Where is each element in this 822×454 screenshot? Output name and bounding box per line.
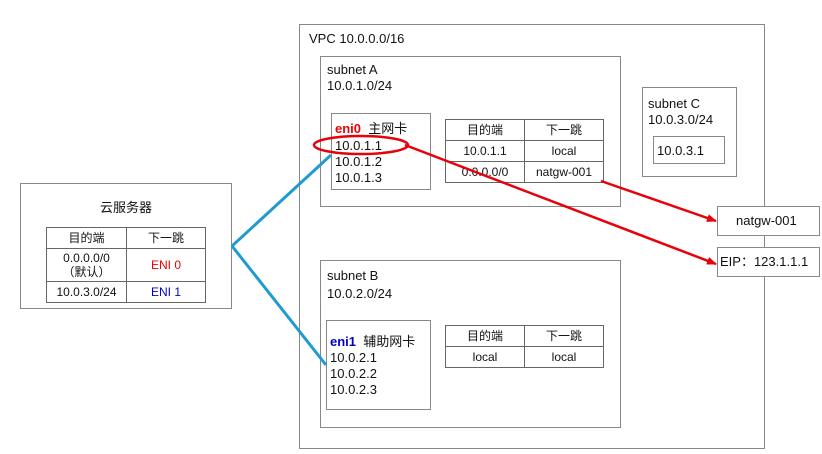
header-dest: 目的端 (445, 325, 525, 347)
natgw-label: natgw-001 (736, 213, 797, 228)
eni1-ip-3: 10.0.2.3 (330, 382, 377, 397)
eni0-ip-1: 10.0.1.1 (335, 138, 382, 153)
eni0-ip-2: 10.0.1.2 (335, 154, 382, 169)
table-row: 10.0.1.1 local (445, 140, 604, 162)
subnet-b-cidr: 10.0.2.0/24 (327, 286, 393, 301)
eni0-name: eni0 (335, 121, 362, 136)
eni0-header: eni0 主网卡 (335, 121, 407, 137)
subnet-b-title: subnet B (327, 268, 379, 283)
eni1-ip-1: 10.0.2.1 (330, 350, 377, 365)
route-next-hop: natgw-001 (524, 161, 604, 183)
route-dest-line1: 0.0.0.0/0 (63, 251, 110, 265)
natgw-box (717, 206, 820, 236)
subnet-a-title: subnet A (327, 62, 378, 77)
route-next-hop: local (524, 346, 604, 368)
header-dest: 目的端 (46, 227, 127, 249)
subnet-a-cidr: 10.0.1.0/24 (327, 78, 393, 93)
header-dest: 目的端 (445, 119, 525, 141)
route-dest: 10.0.3.0/24 (46, 281, 127, 303)
subnet-c-cidr: 10.0.3.0/24 (648, 112, 714, 127)
route-next-hop-eni1: ENI 1 (126, 281, 206, 303)
eni0-desc: 主网卡 (368, 121, 408, 136)
header-next-hop: 下一跳 (524, 119, 604, 141)
header-next-hop: 下一跳 (126, 227, 206, 249)
eni1-ip-2: 10.0.2.2 (330, 366, 377, 381)
route-dest-default: 0.0.0.0/0 （默认） (46, 248, 127, 282)
vpc-title: VPC 10.0.0.0/16 (309, 31, 405, 46)
eni1-desc: 辅助网卡 (363, 334, 416, 349)
eni1-header: eni1 辅助网卡 (330, 334, 415, 350)
eni1-box (326, 320, 431, 410)
route-next-hop-eni0: ENI 0 (126, 248, 206, 282)
eip-box (717, 247, 820, 277)
table-row: 0.0.0.0/0 natgw-001 (445, 161, 604, 183)
route-dest: 10.0.1.1 (445, 140, 525, 162)
cloud-server-route-table: 目的端 下一跳 0.0.0.0/0 （默认） ENI 0 10.0.3.0/24… (46, 227, 206, 303)
eip-label: EIP：123.1.1.1 (720, 254, 809, 269)
eni0-ip-3: 10.0.1.3 (335, 170, 382, 185)
route-dest: local (445, 346, 525, 368)
subnet-c-title: subnet C (648, 96, 701, 111)
route-dest: 0.0.0.0/0 (445, 161, 525, 183)
table-header-row: 目的端 下一跳 (445, 119, 604, 141)
subnet-b-route-table: 目的端 下一跳 local local (445, 325, 604, 368)
table-row: 0.0.0.0/0 （默认） ENI 0 (46, 248, 206, 282)
table-header-row: 目的端 下一跳 (46, 227, 206, 249)
route-next-hop: local (524, 140, 604, 162)
route-dest-line2: （默认） (62, 265, 111, 279)
table-header-row: 目的端 下一跳 (445, 325, 604, 347)
header-next-hop: 下一跳 (524, 325, 604, 347)
table-row: local local (445, 346, 604, 368)
cloud-server-title: 云服务器 (100, 200, 153, 215)
table-row: 10.0.3.0/24 ENI 1 (46, 281, 206, 303)
subnet-c-ip: 10.0.3.1 (657, 143, 704, 158)
subnet-a-route-table: 目的端 下一跳 10.0.1.1 local 0.0.0.0/0 natgw-0… (445, 119, 604, 183)
eni1-name: eni1 (330, 334, 357, 349)
